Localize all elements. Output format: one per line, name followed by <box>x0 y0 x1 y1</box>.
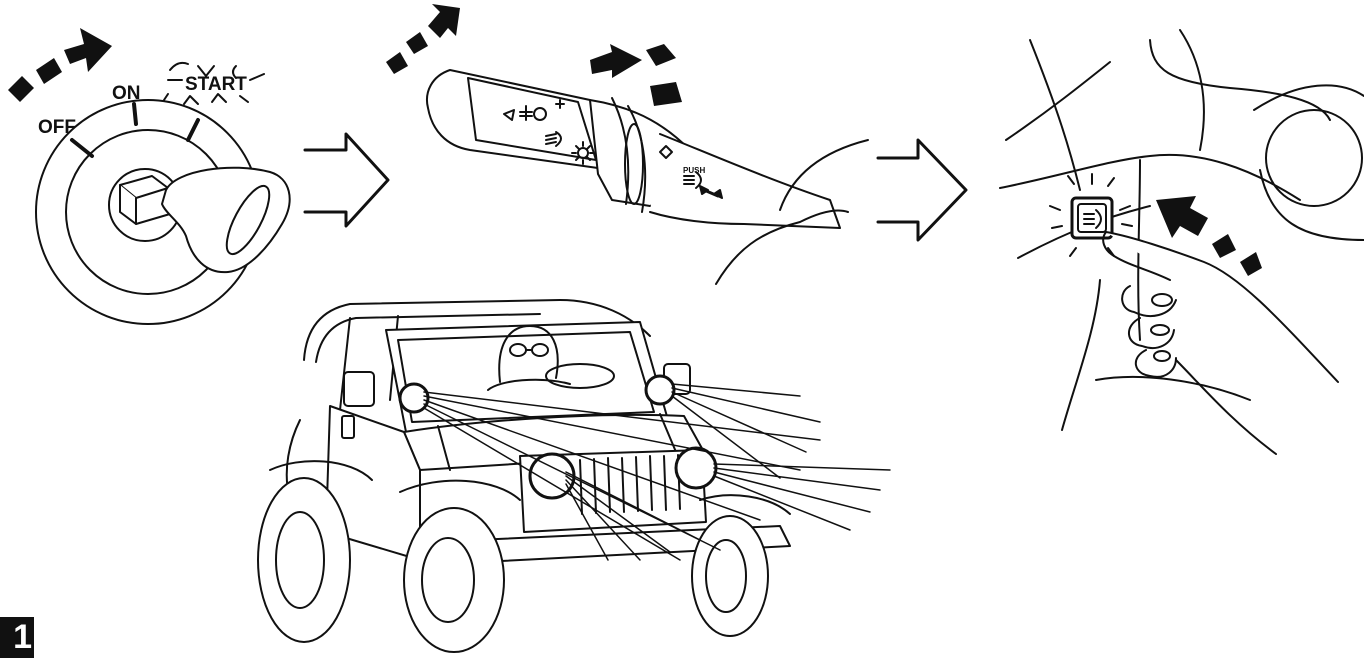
step-arrow-2 <box>878 140 966 240</box>
right-fog-lamp <box>646 376 674 404</box>
rotate-arrow-icon <box>8 28 112 102</box>
right-headlamp <box>676 448 716 488</box>
ignition-switch-panel: OFF ON START <box>8 28 290 324</box>
step-arrow-1 <box>305 134 388 226</box>
rotate-up-arrow-icon <box>386 4 460 74</box>
headlamp-stalk <box>427 70 868 284</box>
jeep-vehicle <box>258 300 790 652</box>
on-label: ON <box>112 83 141 104</box>
figure-number-badge: 1 <box>0 617 34 658</box>
rear-right-wheel <box>692 516 768 636</box>
off-label: OFF <box>38 117 76 138</box>
push-label: PUSH <box>683 166 705 175</box>
headlamp-stalk-panel: PUSH <box>386 4 868 284</box>
right-front-wheel <box>404 508 504 652</box>
dashboard-knob <box>1266 110 1362 206</box>
left-headlamp <box>530 454 574 498</box>
left-front-wheel <box>258 478 350 642</box>
left-mirror <box>344 372 374 406</box>
start-label: START <box>185 74 247 95</box>
ignition-key <box>120 168 290 272</box>
fog-switch-panel <box>1000 30 1364 454</box>
twist-arrow-icon <box>590 44 682 106</box>
